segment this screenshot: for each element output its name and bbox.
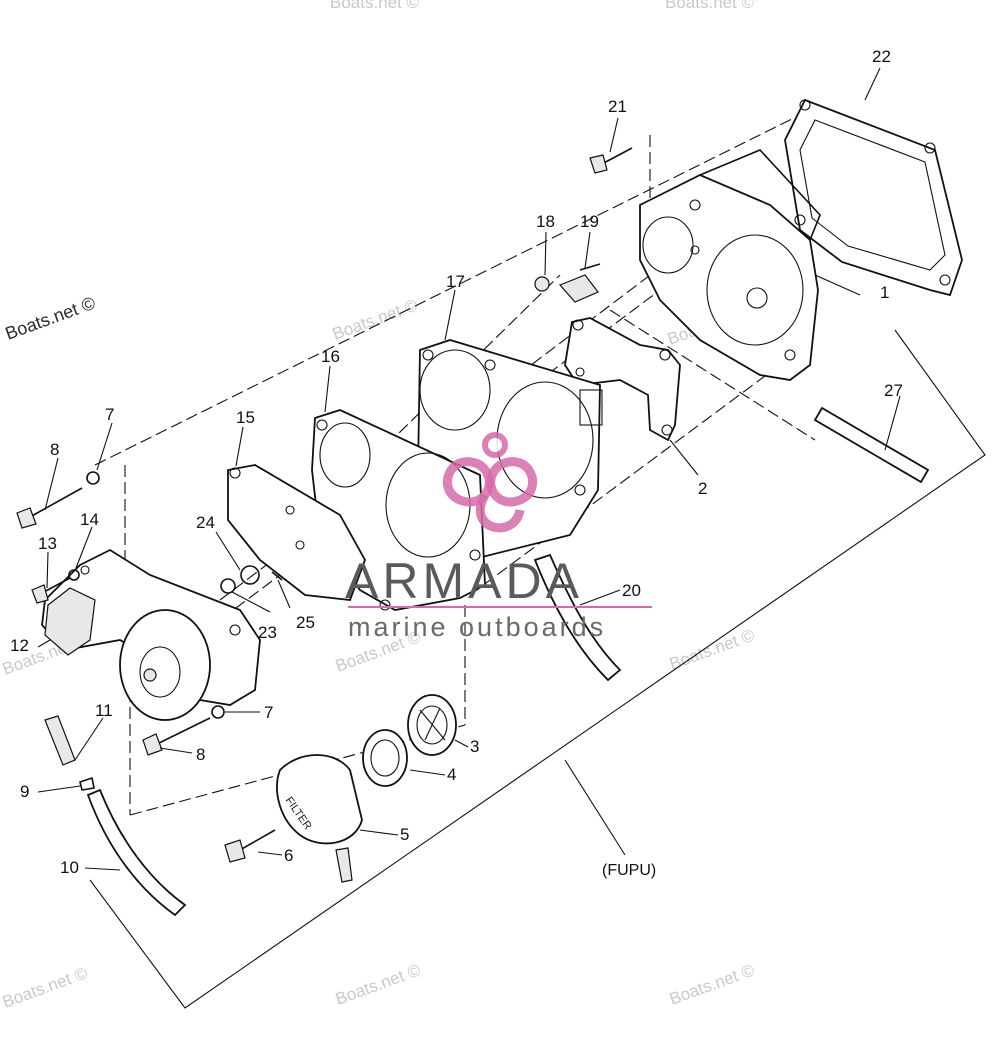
assembly-caption: (FUPU) xyxy=(602,862,656,879)
label-2: 2 xyxy=(698,479,707,498)
label-27: 27 xyxy=(884,381,903,400)
part-18-nut xyxy=(534,276,550,292)
watermark-text: Boats.net © xyxy=(667,625,758,673)
part-8-screw-lower xyxy=(142,717,211,756)
brand-name: ARMADA xyxy=(345,553,583,609)
watermark-text: Boats.net © xyxy=(333,960,424,1008)
part-12-pump-body xyxy=(41,548,261,721)
part-3-screen xyxy=(407,694,457,756)
label-13: 13 xyxy=(38,534,57,553)
part-22-cover-gasket xyxy=(784,98,963,297)
label-23: 23 xyxy=(258,623,277,642)
label-25: 25 xyxy=(296,613,315,632)
watermark-text: Boats.net © xyxy=(0,963,91,1011)
part-1-pump-cover xyxy=(639,149,821,381)
label-11: 11 xyxy=(95,701,113,720)
assembly-bracket: (FUPU) xyxy=(89,329,986,1009)
part-10-hose xyxy=(86,788,187,917)
part-25-pin xyxy=(271,571,283,581)
part-13-screw xyxy=(31,577,71,604)
watermark-text: Boats.net © xyxy=(330,0,420,12)
label-8-upper: 8 xyxy=(50,440,59,459)
label-14: 14 xyxy=(80,510,99,529)
label-4: 4 xyxy=(447,765,456,784)
part-27-pin xyxy=(813,406,930,484)
label-24: 24 xyxy=(196,513,215,532)
part-7-washer-lower xyxy=(211,705,225,719)
label-18: 18 xyxy=(536,212,555,231)
label-7-lower: 7 xyxy=(264,703,273,722)
part-6-screw xyxy=(224,829,276,863)
label-5: 5 xyxy=(400,825,409,844)
label-8-lower: 8 xyxy=(196,745,205,764)
part-7-washer-upper xyxy=(86,471,100,485)
part-14-washer xyxy=(68,569,80,581)
label-16: 16 xyxy=(321,347,340,366)
brand-swirl-icon xyxy=(442,432,538,533)
label-1: 1 xyxy=(880,283,889,302)
watermark-text: Boats.net © xyxy=(667,960,758,1008)
label-3: 3 xyxy=(470,737,479,756)
watermark-text: Boats.net © xyxy=(665,0,755,12)
label-6: 6 xyxy=(284,846,293,865)
part-number-labels: 22 21 18 19 17 16 15 1 27 2 20 25 24 23 … xyxy=(10,47,903,877)
label-12: 12 xyxy=(10,636,29,655)
brand-watermark: ARMADA marine outboards xyxy=(345,432,652,642)
part-19-fitting xyxy=(558,263,601,303)
brand-tagline: marine outboards xyxy=(348,612,606,642)
label-17: 17 xyxy=(446,272,465,291)
label-15: 15 xyxy=(236,408,255,427)
label-7-upper: 7 xyxy=(105,405,114,424)
part-11-fitting xyxy=(44,715,76,766)
label-10: 10 xyxy=(60,858,79,877)
watermark-text: Boats.net © xyxy=(3,293,98,344)
part-15-diaphragm xyxy=(227,464,366,601)
label-22: 22 xyxy=(872,47,891,66)
part-23-clip xyxy=(220,578,236,594)
label-21: 21 xyxy=(608,97,627,116)
label-20: 20 xyxy=(622,581,641,600)
part-21-screw xyxy=(589,147,633,174)
part-8-screw-upper xyxy=(16,487,83,529)
label-19: 19 xyxy=(580,212,599,231)
part-24-washer xyxy=(240,565,260,585)
label-9: 9 xyxy=(20,782,29,801)
part-4-o-ring xyxy=(362,729,408,787)
watermark-text: Boats.net © xyxy=(330,295,421,343)
leader-lines xyxy=(37,67,901,871)
part-9-clamp xyxy=(79,776,95,791)
